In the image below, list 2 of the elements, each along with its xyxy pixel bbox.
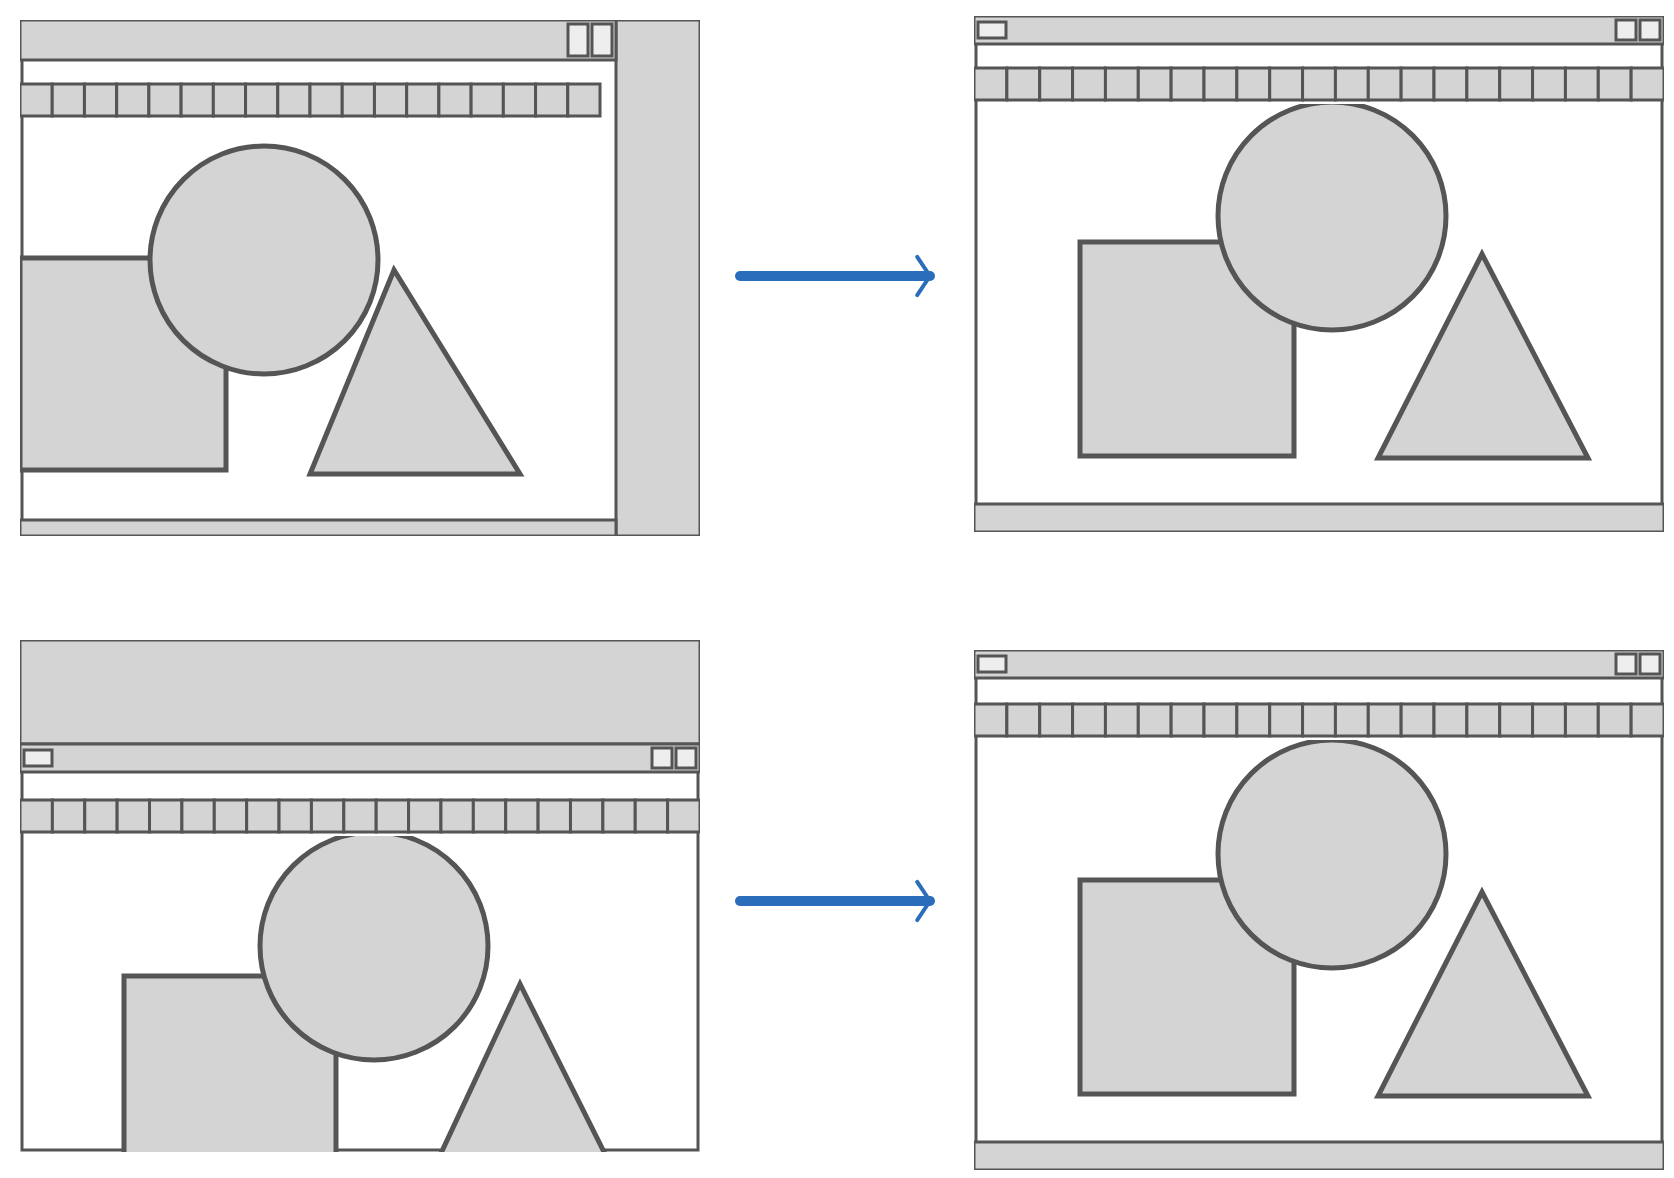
arrow bbox=[735, 254, 935, 298]
arrow bbox=[735, 879, 935, 923]
